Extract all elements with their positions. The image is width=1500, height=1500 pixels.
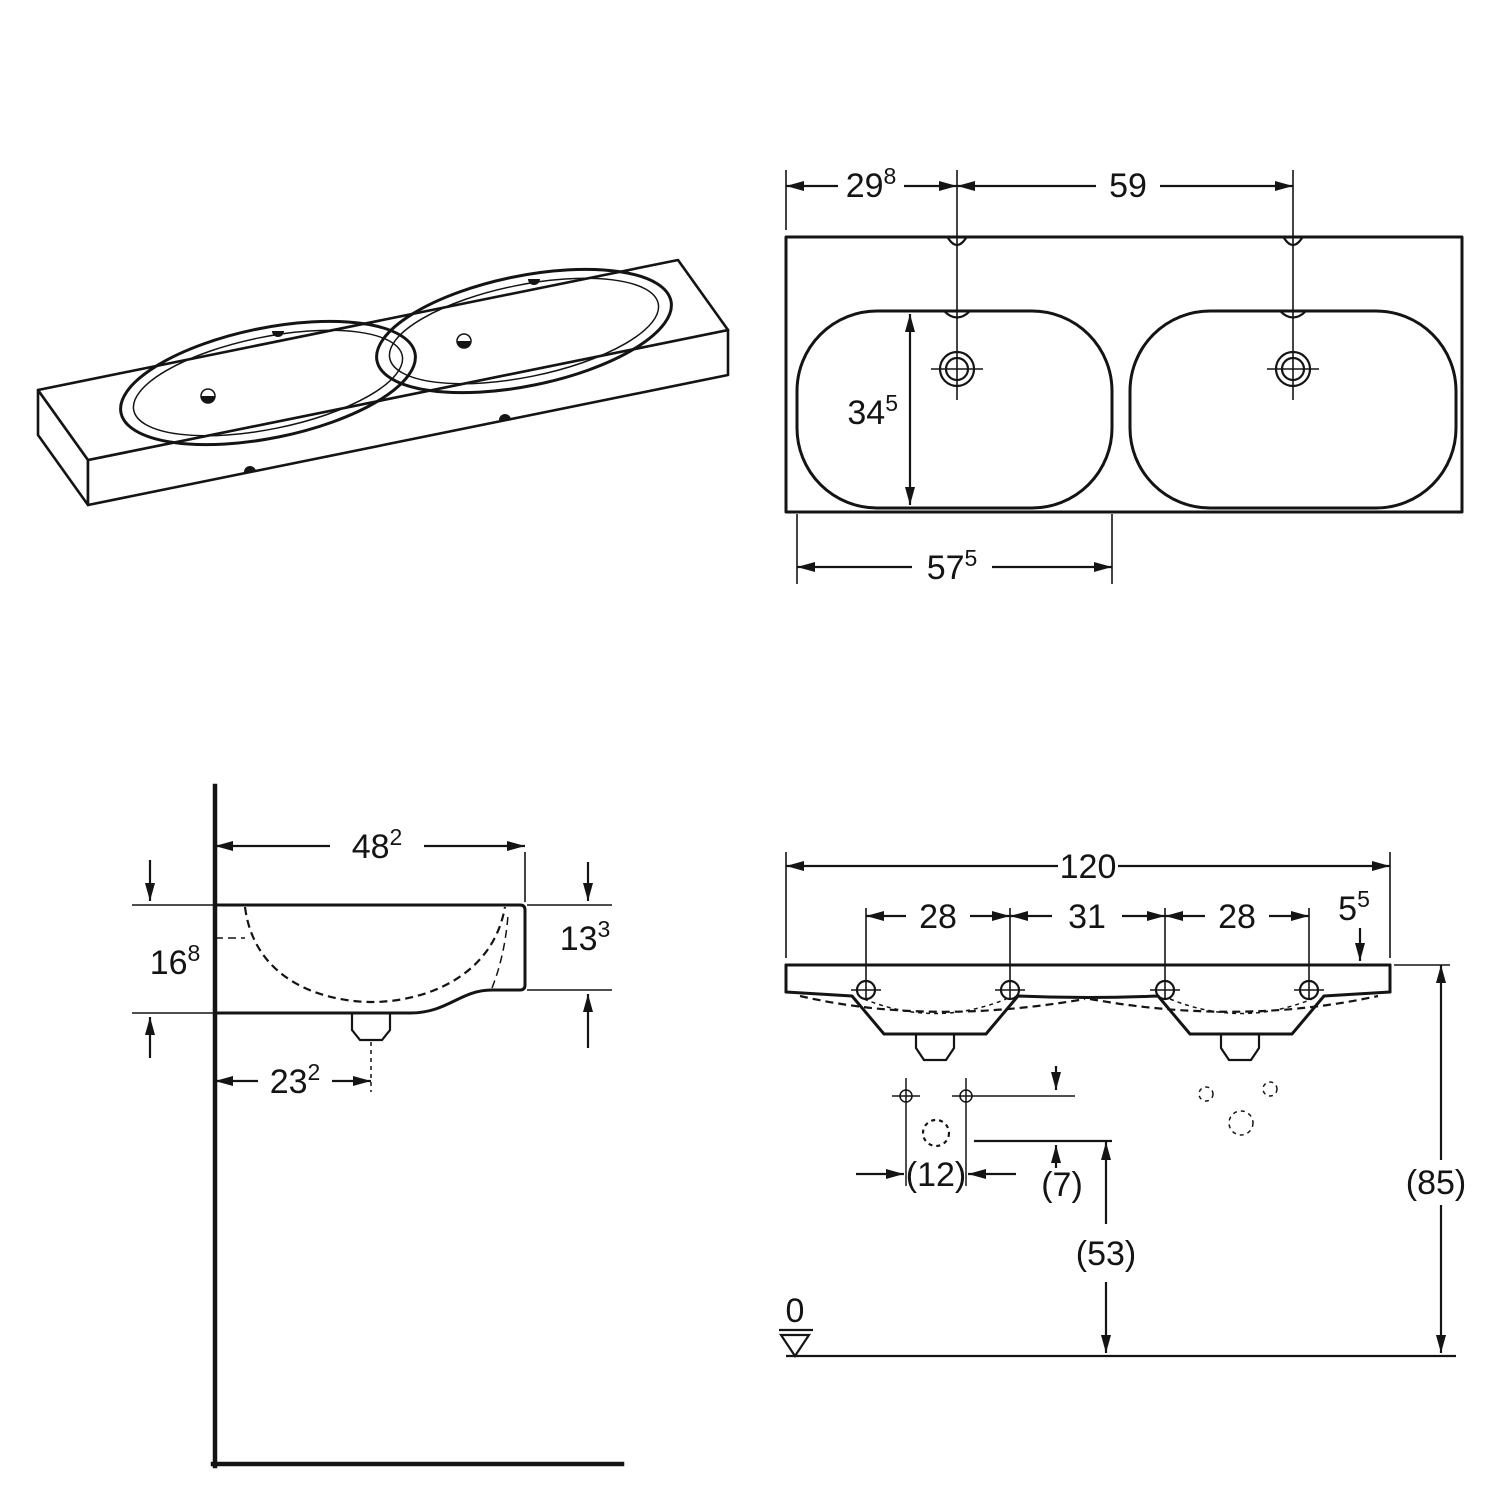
front-edge-outlet-right-icon [499,414,511,420]
side-dim-front-height-label: 133 [560,916,611,958]
dim-supply-span: (12) [856,1116,1016,1194]
plan-dim-bowl-depth-label: 345 [847,390,898,432]
dim-bowl-width: 575 [796,514,1113,587]
front-dim-supply-span-label: (12) [906,1156,966,1194]
front-dim-supply-to-trap-label: (7) [1041,1166,1083,1204]
right-basin [375,267,673,395]
drain-outlet-hidden [921,1118,951,1148]
dim-tap-offset-left: 298 [785,163,958,400]
dim-hole-spacing: 28 31 28 [865,898,1310,1000]
dim-total-width: 120 [785,848,1391,958]
counter-outline [784,235,1464,514]
level-triangle-icon [778,1333,812,1358]
front-underside-outline [784,990,1392,1036]
front-dim-rim-height-label: (85) [1406,1164,1466,1202]
left-tap-mark-icon [272,331,284,337]
front-left-trap [914,1034,956,1062]
side-trap [350,1013,392,1042]
dim-supply-to-trap: (7) [974,1066,1112,1204]
dim-rim-height: (85) [1394,964,1466,1353]
front-right-trap [1219,1034,1261,1062]
side-section-outline [213,903,527,1015]
dim-trap-height: (53) [1076,1142,1136,1353]
front-dim-right-span-label: 28 [1218,898,1256,936]
supply-connections [892,1078,980,1148]
front-dim-edge-thickness-label: 55 [1338,886,1370,928]
right-drain-icon [457,341,471,348]
dim-front-height: 133 [527,862,612,1048]
side-dim-drain-offset-label: 232 [270,1059,321,1101]
side-view: 482 168 133 232 [132,783,625,1469]
side-bowl-hidden [243,906,507,1004]
dim-tap-spacing: 59 [957,167,1294,400]
front-view: 28 31 28 120 55 [778,848,1466,1358]
front-dim-trap-height-label: (53) [1076,1235,1136,1273]
dim-total-height: 168 [132,860,215,1058]
hidden-holes-right [1198,1081,1278,1136]
dim-top-depth: 482 [215,824,526,902]
dim-edge-thickness: 55 [1338,886,1370,961]
slab-top-face [36,258,730,462]
plan-dim-bowl-width-label: 575 [927,545,978,587]
right-tap-mark-icon [528,279,540,285]
plan-dim-back-left-label: 298 [846,163,897,205]
dim-drain-offset: 232 [215,1059,371,1101]
plan-left-bowl [795,309,1114,510]
front-dim-datum-label: 0 [786,1292,805,1330]
left-drain-icon [201,396,215,403]
side-dim-top-depth-label: 482 [352,824,403,866]
front-edge-outlet-left-icon [244,466,256,472]
front-dim-center-span-label: 31 [1068,898,1106,936]
left-basin [119,319,417,447]
plan-view: 298 59 345 575 [784,163,1464,587]
side-dim-total-height-label: 168 [150,940,201,982]
dim-bowl-depth: 345 [847,314,915,505]
front-dim-left-span-label: 28 [919,898,957,936]
plan-dim-back-right-label: 59 [1109,167,1147,205]
datum-symbol: 0 [778,1292,813,1358]
front-dim-total-width-label: 120 [1060,848,1117,886]
isometric-view [36,258,730,507]
